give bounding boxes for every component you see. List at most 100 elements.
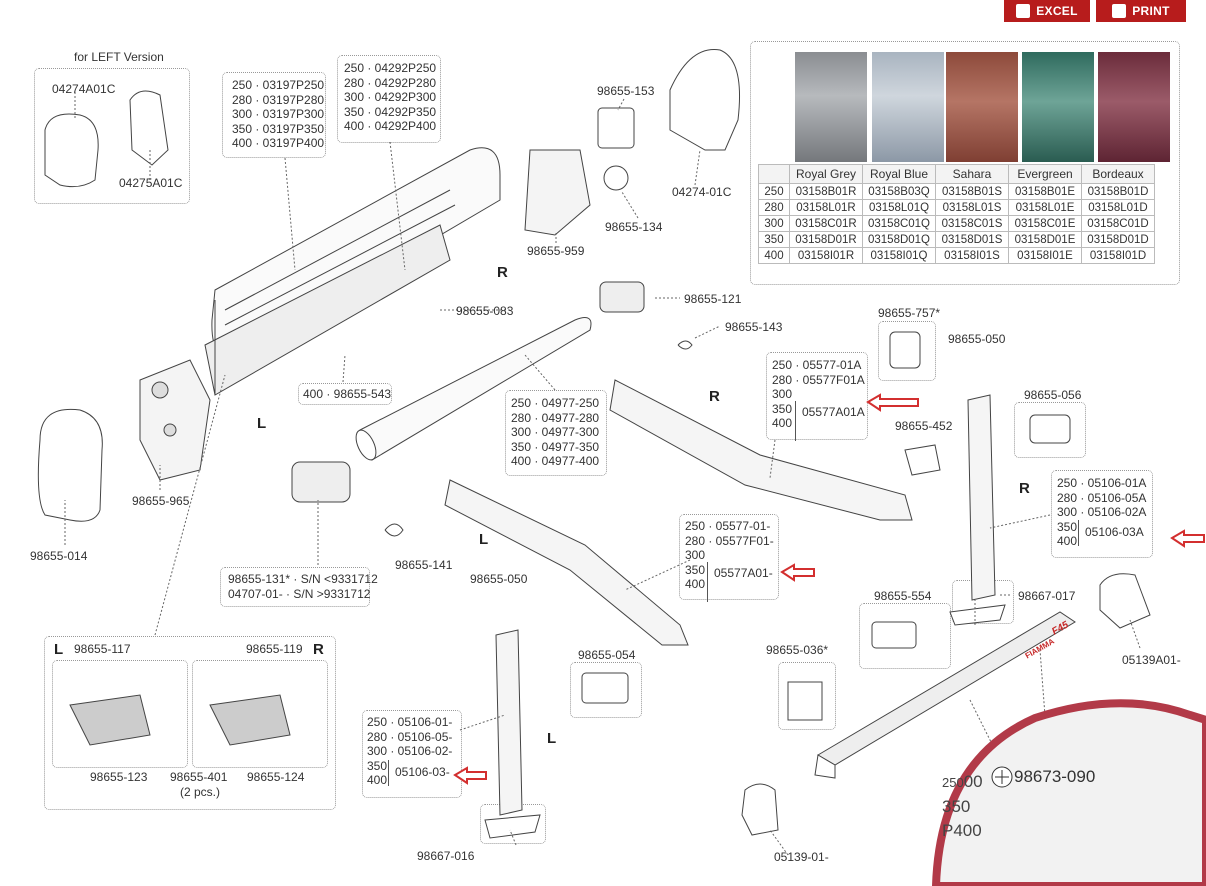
code-line[interactable]: 250 · 05577-01- xyxy=(685,519,771,533)
code-line[interactable]: 280 · 05577F01A xyxy=(772,372,865,387)
part-label[interactable]: 98655-119 xyxy=(246,642,303,656)
swatch-royal-blue xyxy=(872,52,944,162)
part-label[interactable]: 98655-014 xyxy=(30,549,88,563)
code-line[interactable]: 280 · 04292P280 xyxy=(344,75,437,90)
code-line[interactable]: 300 · 03197P300 xyxy=(232,107,325,121)
box-98655-036 xyxy=(778,662,836,730)
spring-143 xyxy=(677,340,693,350)
arrow-05106l xyxy=(453,766,487,785)
part-label[interactable]: 98655-117 xyxy=(74,642,131,656)
code-line[interactable]: 300 · 04292P300 xyxy=(344,90,437,104)
table-cell: 03158B01S xyxy=(935,183,1009,200)
part-label[interactable]: 98655-153 xyxy=(597,84,655,98)
part-label[interactable]: 04275A01C xyxy=(119,176,183,190)
table-cell: 03158D01E xyxy=(1008,231,1082,248)
code-line[interactable]: 04707-01- · S/N >9331712 xyxy=(228,586,371,601)
code-line[interactable]: 280 · 05106-05A xyxy=(1057,490,1147,505)
code-line[interactable]: 250 · 05106-01A xyxy=(1057,476,1147,490)
code-line[interactable]: 280 · 05106-05- xyxy=(367,729,453,744)
code-line[interactable]: 250 · 05577-01A xyxy=(772,358,862,372)
part-label[interactable]: 98655-121 xyxy=(684,292,742,306)
box-hinge-r xyxy=(192,660,328,768)
fabric-header-cell: Bordeaux xyxy=(1081,164,1155,184)
part-label[interactable]: 04274-01C xyxy=(672,185,732,199)
code-line[interactable]: 250 · 05106-01- xyxy=(367,715,453,729)
magnifier xyxy=(931,699,1206,886)
part-label[interactable]: 98655-959 xyxy=(527,244,585,258)
part-label[interactable]: 98655-452 xyxy=(895,419,953,433)
table-cell: 03158L01D xyxy=(1081,199,1155,216)
hinge-right-shape xyxy=(209,694,291,746)
magnifier-line: P400 xyxy=(942,821,982,840)
part-label[interactable]: 400 · 98655-543 xyxy=(303,387,392,401)
code-line[interactable]: 400 · 03197P400 xyxy=(232,136,325,150)
part-label[interactable]: 98667-016 xyxy=(417,849,475,863)
part-label[interactable]: 98655-083 xyxy=(456,304,514,318)
table-cell: 03158C01Q xyxy=(862,215,936,232)
part-label[interactable]: 04274A01C xyxy=(52,82,116,96)
code-line[interactable]: 350 · 04292P350 xyxy=(344,104,437,119)
code-line[interactable]: 280 · 05577F01- xyxy=(685,533,774,548)
part-label[interactable]: 98655-554 xyxy=(874,589,932,603)
box-05106r xyxy=(1051,470,1153,558)
part-label[interactable]: 05139A01- xyxy=(1122,653,1181,667)
code-group-value[interactable]: 05106-03A xyxy=(1085,525,1144,539)
code-line[interactable]: 300 · 05106-02A xyxy=(1057,505,1147,519)
code-group-value[interactable]: 05106-03- xyxy=(395,765,450,779)
code-line[interactable]: 350 · 04977-350 xyxy=(511,439,600,454)
arm-right xyxy=(609,379,913,521)
arrow-05577r xyxy=(866,393,919,412)
part-label[interactable]: 98655-141 xyxy=(395,558,453,572)
excel-button[interactable]: EXCEL xyxy=(1004,0,1090,22)
part-label[interactable]: 98655-050 xyxy=(948,332,1006,346)
code-group-value[interactable]: 05577A01- xyxy=(714,566,773,580)
arm-left xyxy=(444,479,689,646)
box-98655-554 xyxy=(859,603,951,669)
table-cell: 280 xyxy=(758,199,790,216)
part-label[interactable]: 98655-056 xyxy=(1024,388,1082,402)
part-label[interactable]: 98655-124 xyxy=(247,770,305,784)
cap-04274A01C xyxy=(44,113,99,188)
part-label[interactable]: 98655-143 xyxy=(725,320,783,334)
code-line[interactable]: 350 · 03197P350 xyxy=(232,121,325,136)
arrow-05106r xyxy=(1170,529,1205,548)
end-cap-left xyxy=(37,408,103,522)
code-line[interactable]: 400 · 04292P400 xyxy=(344,119,437,133)
part-label[interactable]: 98655-036* xyxy=(766,643,829,657)
box-05577r xyxy=(766,352,868,440)
table-row: 280 03158L01R 03158L01Q 03158L01S 03158L… xyxy=(758,199,1155,216)
code-group-value[interactable]: 05577A01A xyxy=(802,405,865,419)
part-label[interactable]: 98655-134 xyxy=(605,220,663,234)
part-label[interactable]: 98655-401 xyxy=(170,770,228,784)
code-line[interactable]: 250 · 04977-250 xyxy=(511,396,600,410)
table-cell: 03158C01D xyxy=(1081,215,1155,232)
part-label[interactable]: 05139-01- xyxy=(774,850,829,864)
code-line[interactable]: 400 · 04977-400 xyxy=(511,454,600,468)
code-line[interactable]: 300 · 04977-300 xyxy=(511,425,600,439)
part-label[interactable]: 98667-017 xyxy=(1018,589,1076,603)
part-554 xyxy=(871,621,917,649)
code-line[interactable]: 98655-131* · S/N <9331712 xyxy=(228,572,378,586)
part-label[interactable]: 98655-050 xyxy=(470,572,528,586)
swatch-royal-grey xyxy=(795,52,867,162)
part-label[interactable]: 98655-757* xyxy=(878,306,941,320)
box-98655-056 xyxy=(1014,402,1086,458)
table-cell: 03158D01S xyxy=(935,231,1009,248)
part-label[interactable]: 98655-123 xyxy=(90,770,148,784)
box-98655-543 xyxy=(298,383,392,405)
print-button[interactable]: PRINT xyxy=(1096,0,1186,22)
part-label-98673-090[interactable]: 98673-090 xyxy=(1014,767,1096,786)
part-label[interactable]: 98655-054 xyxy=(578,648,636,662)
part-757 xyxy=(889,331,921,369)
part-note: (2 pcs.) xyxy=(180,785,221,799)
code-line[interactable]: 250 · 03197P250 xyxy=(232,78,325,92)
excel-icon xyxy=(1016,4,1031,18)
code-line[interactable]: 280 · 03197P280 xyxy=(232,92,325,107)
part-label[interactable]: 98655-965 xyxy=(132,494,190,508)
code-list-05577r: 250 · 05577-01A 280 · 05577F01A 300 350 … xyxy=(772,358,865,431)
print-icon xyxy=(1112,4,1127,18)
code-line[interactable]: 250 · 04292P250 xyxy=(344,61,437,75)
table-cell: 03158I01R xyxy=(789,247,863,264)
code-line[interactable]: 280 · 04977-280 xyxy=(511,410,600,425)
code-line[interactable]: 300 · 05106-02- xyxy=(367,744,453,758)
